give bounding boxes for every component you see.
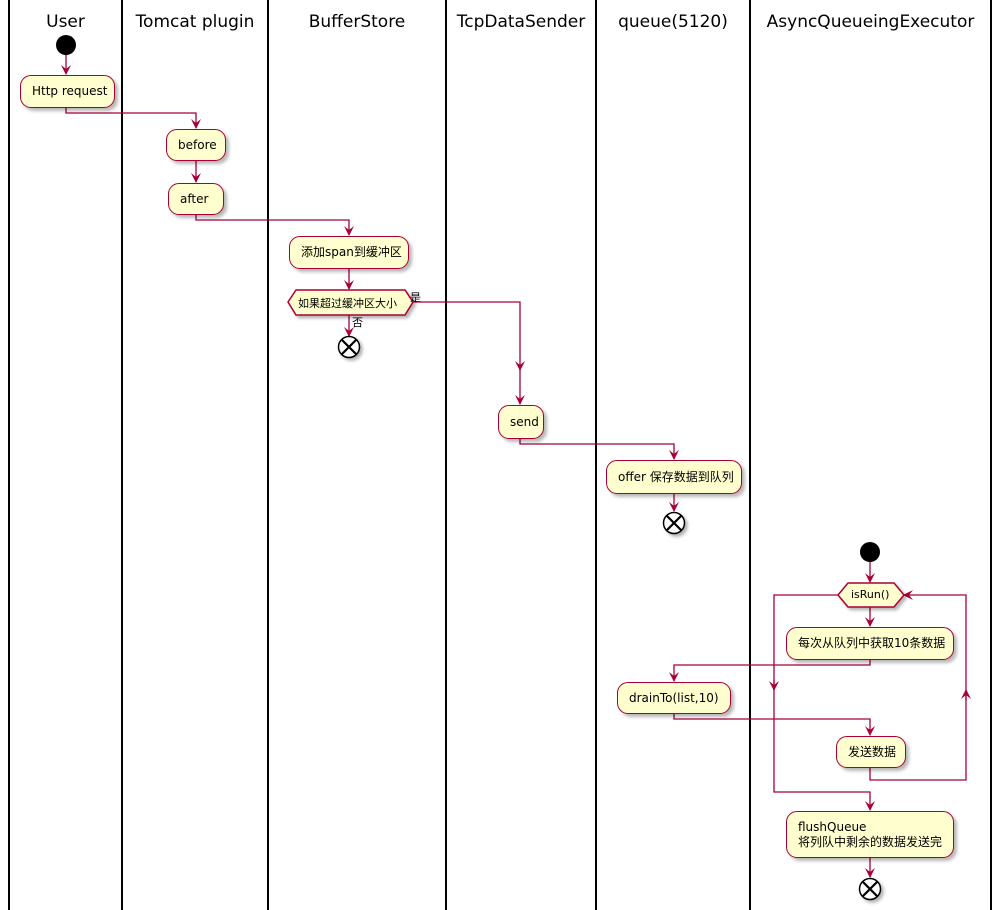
flush-queue-title: flushQueue (798, 819, 867, 834)
decision-buffer-check-no: 否 (352, 316, 363, 329)
loop-exit-arrow (773, 594, 875, 811)
flow-arrow (673, 714, 875, 736)
lane-dividers (8, 0, 992, 910)
activity-offer: offer 保存数据到队列 (606, 460, 742, 494)
decision-buffer-check-yes: 是 (410, 291, 421, 304)
lane-title-async-queueing-executor: AsyncQueueingExecutor (766, 12, 975, 32)
lane-title-tcp-data-sender: TcpDataSender (456, 12, 586, 32)
activity-before: before (166, 129, 226, 161)
flow-arrow (519, 439, 679, 460)
activity-drain-to: drainTo(list,10) (617, 682, 731, 714)
start-node (860, 542, 880, 562)
activity-send-data: 发送数据 (836, 736, 906, 768)
decision-loop-check (837, 582, 905, 608)
flush-queue-desc: 将列队中剩余的数据发送完 (798, 834, 943, 849)
loop-back-arrow (869, 590, 967, 781)
activity-fetch-batch: 每次从队列中获取10条数据 (786, 627, 954, 660)
activity-flush-queue: flushQueue 将列队中剩余的数据发送完 (786, 811, 954, 858)
lane-title-buffer-store: BufferStore (308, 12, 406, 32)
lane-title-tomcat-plugin: Tomcat plugin (135, 12, 255, 32)
lane-title-user: User (46, 12, 85, 32)
flow-arrows (61, 55, 971, 878)
activity-after: after (168, 183, 224, 215)
activity-send: send (498, 405, 544, 439)
activity-add-span: 添加span到缓冲区 (289, 236, 409, 269)
activity-http-request: Http request (20, 75, 115, 108)
flow-arrow (195, 215, 354, 236)
decision-buffer-check (287, 289, 414, 316)
start-node (56, 35, 76, 55)
flow-arrow (65, 108, 201, 129)
end-node (662, 511, 686, 535)
lane-title-queue: queue(5120) (618, 12, 728, 32)
flow-arrow (669, 660, 871, 682)
end-node (858, 877, 882, 901)
decision-loop-check-label: isRun() (851, 588, 890, 601)
decision-buffer-check-label: 如果超过缓冲区大小 (298, 297, 397, 310)
flow-arrow (405, 301, 525, 371)
end-node (337, 335, 361, 359)
